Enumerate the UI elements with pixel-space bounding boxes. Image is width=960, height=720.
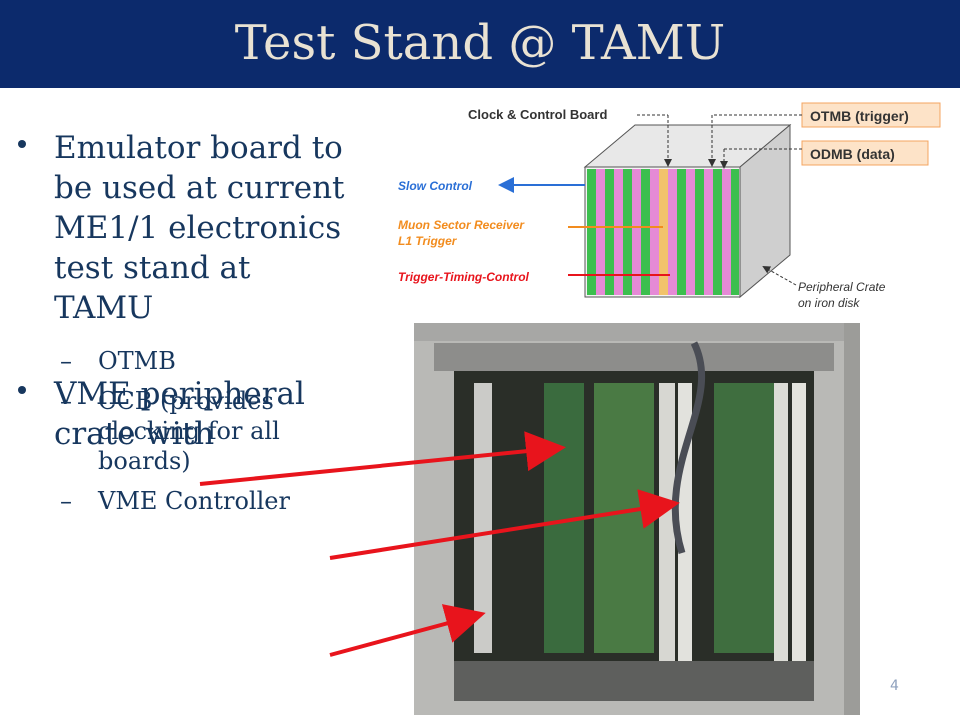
slow-control-label: Slow Control	[398, 179, 473, 193]
bullet-text: VME peripheral crate with	[54, 376, 305, 452]
dash-marker: –	[60, 347, 72, 375]
bullet-text: Emulator board to be used at current ME1…	[54, 130, 345, 326]
otmb-box	[801, 102, 941, 128]
odmb-box	[801, 140, 929, 166]
ttc-label: Trigger-Timing-Control	[398, 270, 530, 284]
bullet-item: VME peripheral crate with	[18, 374, 354, 454]
page-number: 4	[890, 678, 899, 694]
l1-trigger-label: L1 Trigger	[398, 234, 458, 248]
sub-bullet-text: OTMB	[98, 347, 176, 375]
clock-control-label: Clock & Control Board	[468, 107, 607, 122]
slide-title: Test Stand @ TAMU	[234, 15, 726, 71]
bullet-dot	[18, 140, 26, 148]
dash-marker: –	[60, 387, 72, 415]
title-bar: Test Stand @ TAMU	[0, 0, 960, 88]
otmb-label: OTMB (trigger)	[810, 108, 909, 124]
bullet-dot	[18, 386, 26, 394]
dash-marker: –	[60, 487, 72, 515]
odmb-label: ODMB (data)	[810, 146, 895, 162]
crate-photo	[414, 323, 860, 715]
muon-sector-label: Muon Sector Receiver	[398, 218, 525, 232]
crate-front	[584, 166, 741, 298]
crate-diagram: Clock & Control Board OTMB (trigger) ODM…	[398, 102, 941, 310]
peripheral-crate-label: Peripheral Crate	[798, 280, 886, 294]
sub-bullet-item: –OTMB	[60, 346, 320, 376]
sub-bullet-text: CCB (provides clocking for all boards)	[98, 387, 280, 475]
sub-bullet-text: VME Controller	[98, 487, 290, 515]
sub-bullet-item: –VME Controller	[60, 486, 320, 516]
sub-bullet-item: –CCB (provides clocking for all boards)	[60, 386, 320, 476]
sub-bullet-list: –OTMB –CCB (provides clocking for all bo…	[60, 346, 320, 526]
iron-disk-label: on iron disk	[798, 296, 860, 310]
bullet-item: Emulator board to be used at current ME1…	[18, 128, 354, 328]
